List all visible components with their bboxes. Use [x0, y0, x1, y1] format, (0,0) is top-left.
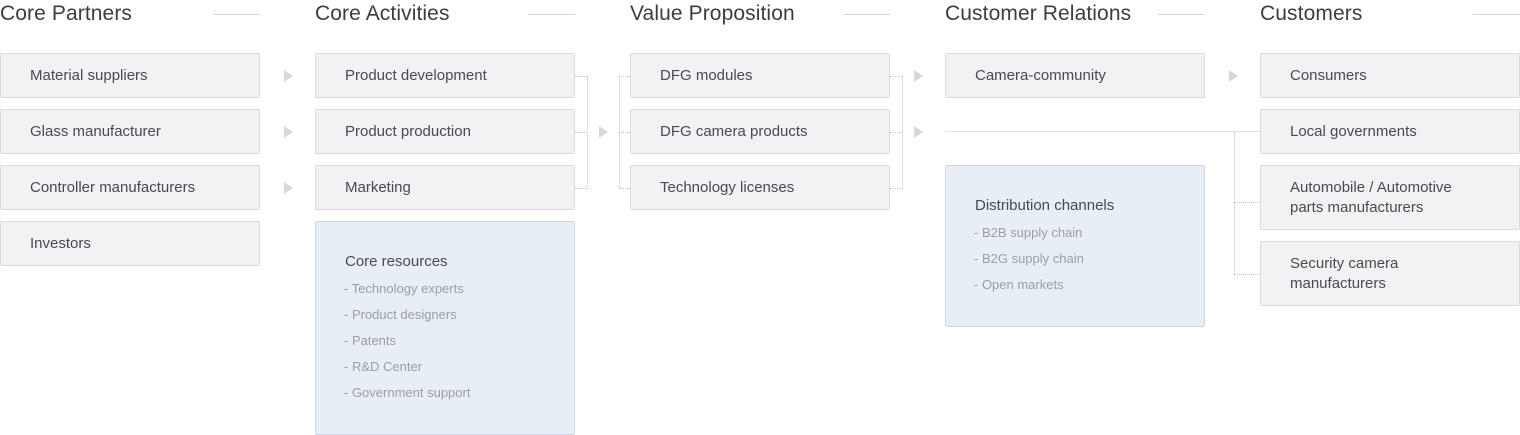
title-rule — [1158, 14, 1205, 15]
customer-box-local-governments: Local governments — [1260, 109, 1520, 154]
resource-item: - Government support — [344, 385, 471, 400]
arrow-right-icon — [599, 126, 608, 138]
relation-box-camera-community: Camera-community — [945, 53, 1205, 98]
connector-line — [575, 76, 587, 77]
connector-line — [619, 188, 630, 189]
connector-line — [587, 76, 588, 188]
core-activities-title: Core Activities — [315, 2, 450, 25]
distribution-channels-title: Distribution channels — [975, 197, 1115, 214]
channel-item: - B2G supply chain — [974, 251, 1084, 266]
partner-box-glass-manufacturer: Glass manufacturer — [0, 109, 260, 154]
resource-item: - Product designers — [344, 307, 457, 322]
customer-box-security-camera-manufacturers: Security camera manufacturers — [1260, 241, 1520, 306]
resource-item: - Technology experts — [344, 281, 464, 296]
connector-line — [890, 76, 902, 77]
partner-box-investors: Investors — [0, 221, 260, 266]
channel-item: - B2B supply chain — [974, 225, 1083, 240]
customers-title: Customers — [1260, 2, 1363, 25]
connector-line — [902, 76, 903, 188]
distribution-channels-box: Distribution channels - B2B supply chain… — [945, 165, 1205, 327]
core-resources-title: Core resources — [345, 253, 448, 270]
value-box-dfg-camera-products: DFG camera products — [630, 109, 890, 154]
arrow-right-icon — [284, 126, 293, 138]
value-box-dfg-modules: DFG modules — [630, 53, 890, 98]
connector-line — [619, 132, 630, 133]
activity-box-marketing: Marketing — [315, 165, 575, 210]
connector-line — [575, 188, 587, 189]
arrow-right-icon — [284, 182, 293, 194]
arrow-right-icon — [1229, 70, 1238, 82]
customer-relations-title: Customer Relations — [945, 2, 1132, 25]
customer-box-automotive-manufacturers: Automobile / Automotive parts manufactur… — [1260, 165, 1520, 230]
core-partners-title: Core Partners — [0, 2, 133, 25]
core-resources-box: Core resources - Technology experts - Pr… — [315, 221, 575, 435]
connector-line — [890, 188, 902, 189]
partner-box-controller-manufacturers: Controller manufacturers — [0, 165, 260, 210]
value-proposition-title: Value Proposition — [630, 2, 795, 25]
arrow-right-icon — [914, 70, 923, 82]
title-rule — [1473, 14, 1520, 15]
channel-item: - Open markets — [974, 277, 1064, 292]
resource-item: - Patents — [344, 333, 397, 348]
connector-line — [890, 132, 902, 133]
value-box-technology-licenses: Technology licenses — [630, 165, 890, 210]
title-rule — [843, 14, 890, 15]
title-rule — [213, 14, 260, 15]
arrow-right-icon — [284, 70, 293, 82]
connector-line — [575, 132, 587, 133]
connector-line — [1234, 202, 1260, 203]
partner-box-material-suppliers: Material suppliers — [0, 53, 260, 98]
arrow-right-icon — [914, 126, 923, 138]
activity-box-product-production: Product production — [315, 109, 575, 154]
connector-line — [619, 76, 630, 77]
activity-box-product-development: Product development — [315, 53, 575, 98]
customer-box-consumers: Consumers — [1260, 53, 1520, 98]
resource-item: - R&D Center — [344, 359, 423, 374]
connector-line — [945, 131, 1260, 132]
connector-line — [1234, 274, 1260, 275]
connector-line — [1234, 132, 1235, 274]
title-rule — [528, 14, 575, 15]
